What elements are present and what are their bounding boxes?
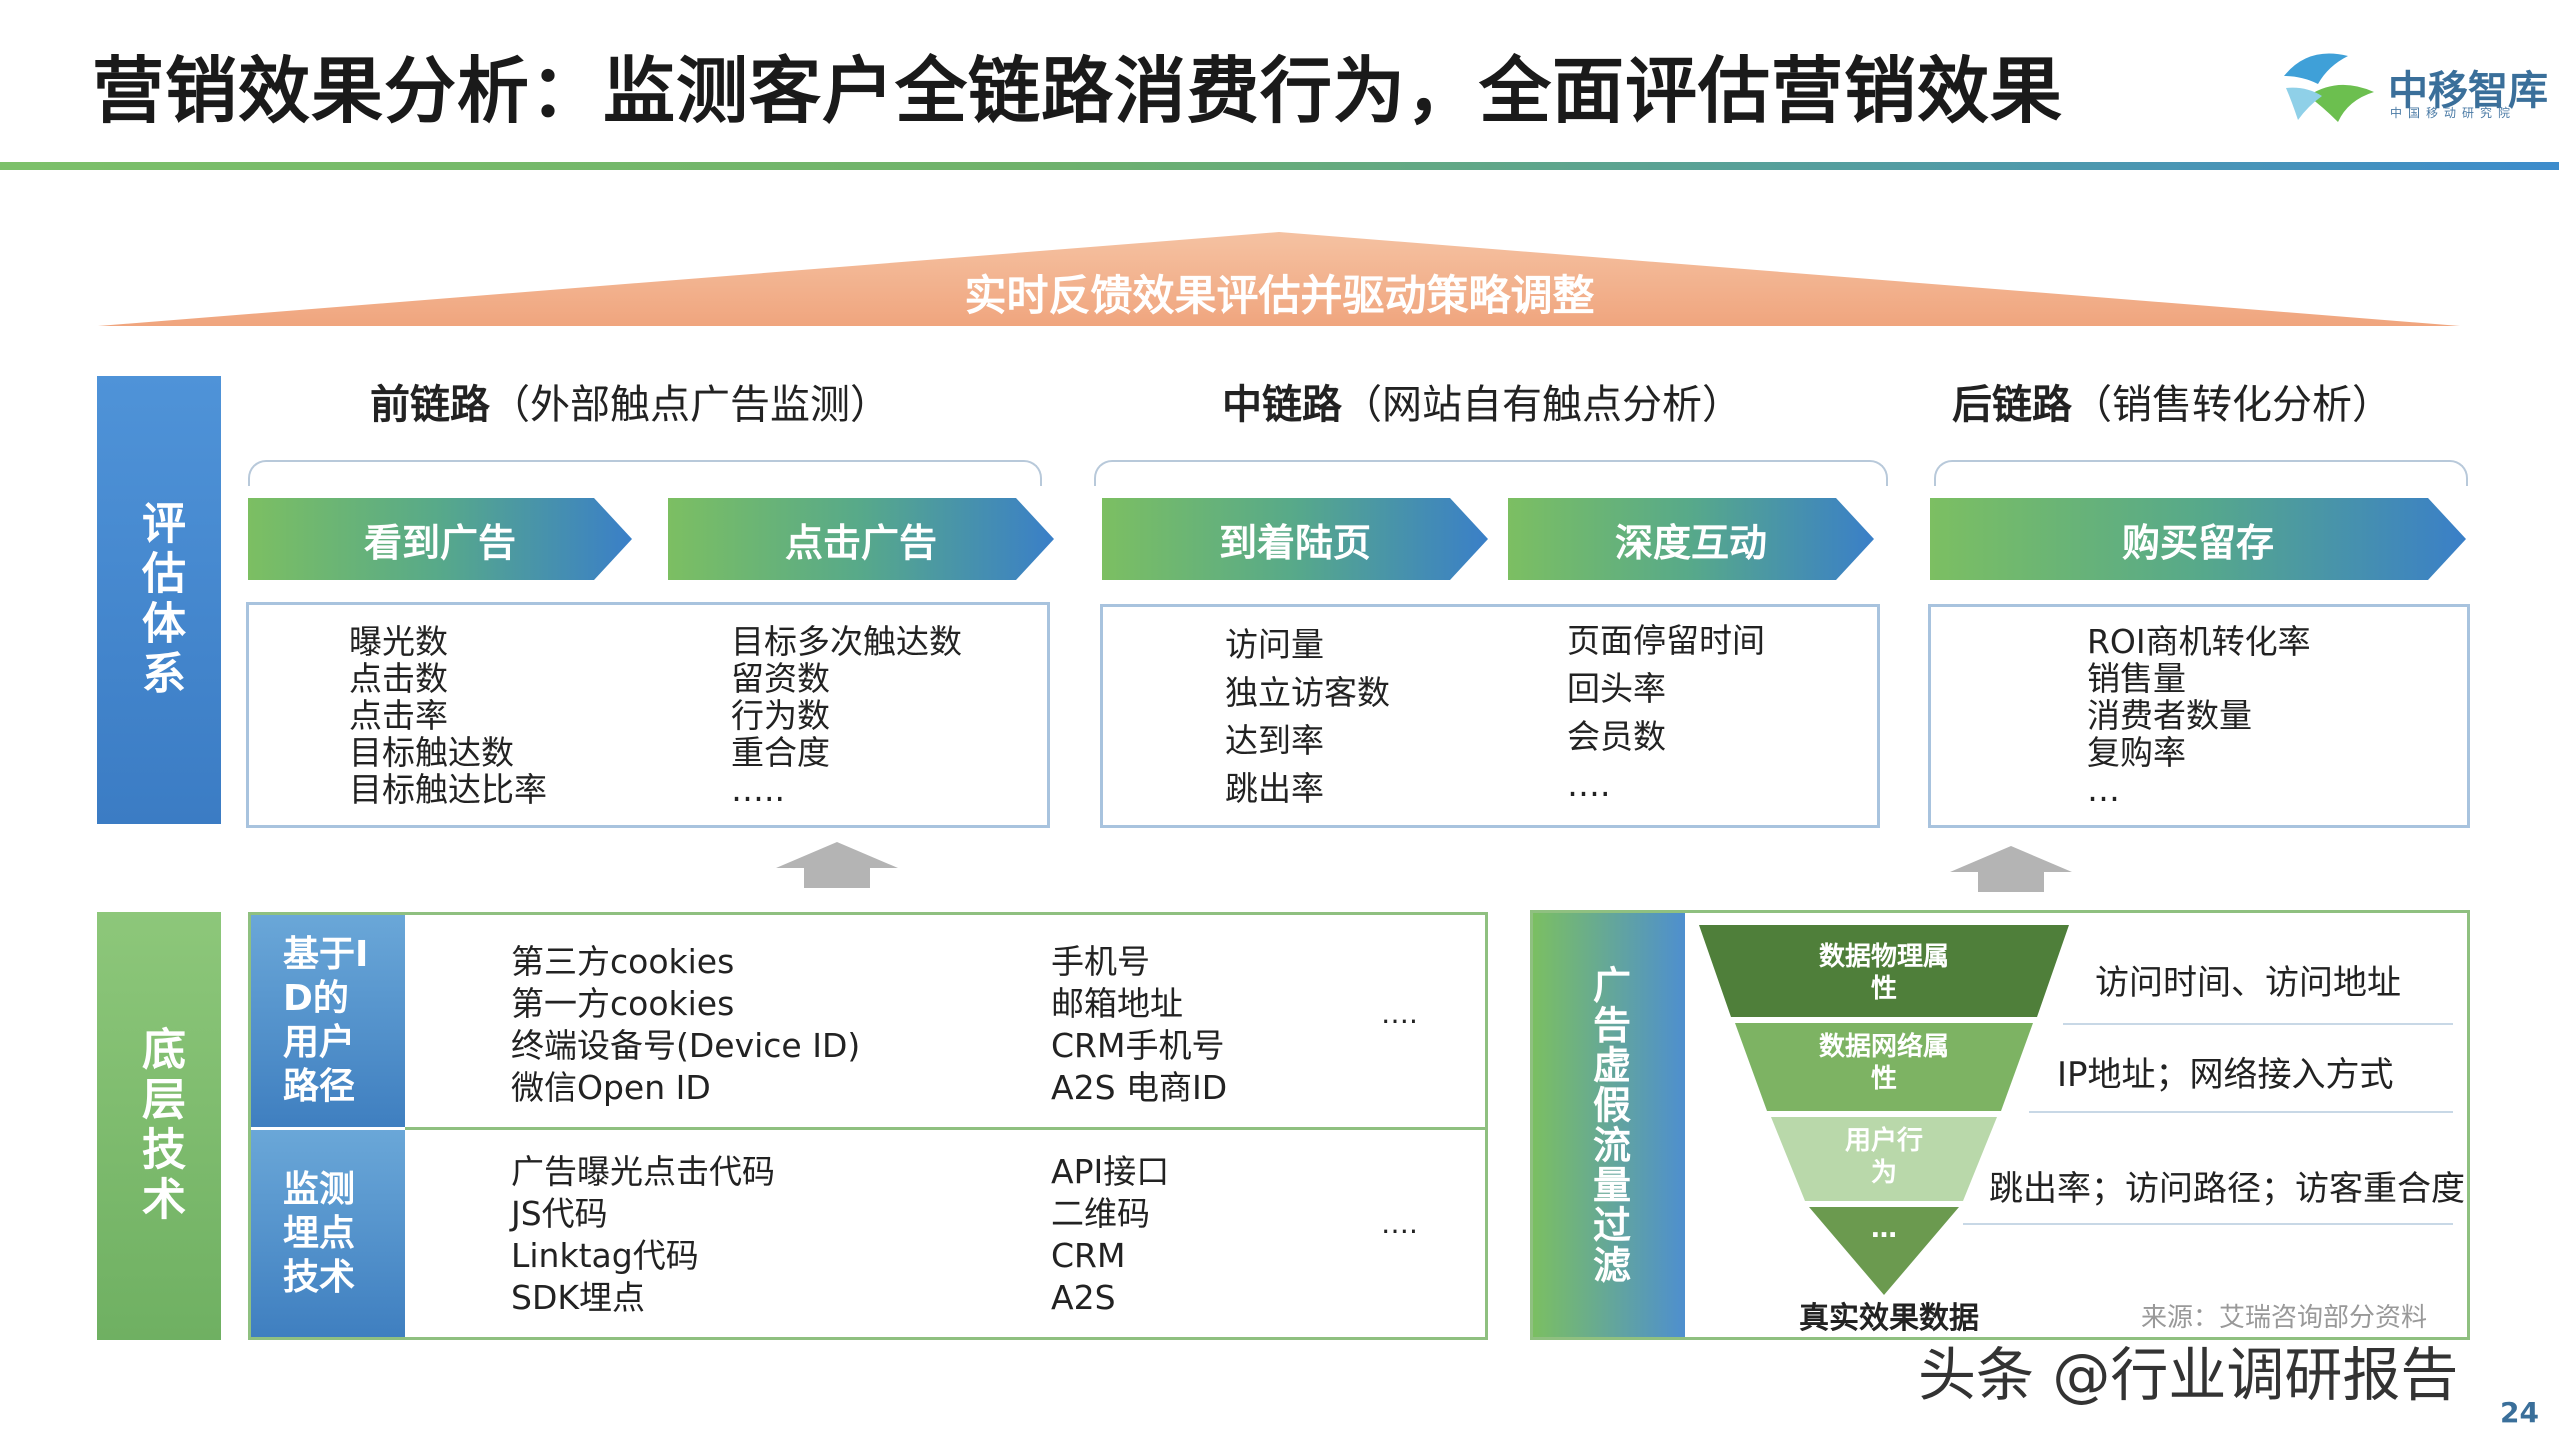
up-arrow-icon <box>1950 846 2072 892</box>
source-note: 来源：艾瑞咨询部分资料 <box>2141 1303 2428 1333</box>
roof-banner <box>98 232 2460 326</box>
logo-name: 中移智库 <box>2388 68 2548 114</box>
filter-result: 真实效果数据 <box>1799 1301 1979 1336</box>
id-list: 第三方cookies 第一方cookies 终端设备号(Device ID) 微… <box>511 942 861 1107</box>
stage-landing-page: 到着陆页 <box>1102 498 1488 580</box>
stage-click-ad: 点击广告 <box>668 498 1054 580</box>
brace-back <box>1934 460 2468 486</box>
metrics-list: 页面停留时间 回头率 会员数 …. <box>1567 621 1765 804</box>
stage-see-ad: 看到广告 <box>248 498 632 580</box>
funnel-label: 数据物理属性 <box>1818 942 1949 1004</box>
roof-text: 实时反馈效果评估并驱动策略调整 <box>964 271 1595 320</box>
filter-desc: 访问时间、访问地址 <box>2095 963 2401 1003</box>
logo-subtitle: 中国移动研究院 <box>2390 106 2517 120</box>
metrics-box-front: 曝光数 点击数 点击率 目标触达数 目标触达比率 目标多次触达数 留资数 行为数… <box>246 602 1050 828</box>
section-front-header: 前链路（外部触点广告监测） <box>370 382 890 428</box>
metrics-list: ROI商机转化率 销售量 消费者数量 复购率 … <box>2087 622 2311 809</box>
funnel-layer-physical <box>1699 925 2069 1017</box>
base-tech-label: 底层技术 <box>97 912 221 1340</box>
funnel-layer-more <box>1809 1207 1959 1295</box>
section-mid-header: 中链路（网站自有触点分析） <box>1222 382 1742 428</box>
brace-mid <box>1094 460 1888 486</box>
metrics-list: 目标多次触达数 留资数 行为数 重合度 ….. <box>731 622 962 809</box>
tracking-list: 广告曝光点击代码 JS代码 Linktag代码 SDK埋点 <box>511 1152 775 1317</box>
base-tech-panel: 基于ID的用户路径 监测埋点技术 第三方cookies 第一方cookies 终… <box>248 912 1488 1340</box>
section-back-header: 后链路（销售转化分析） <box>1952 382 2392 428</box>
filter-label: 广告虚假流量过滤 <box>1533 913 1685 1337</box>
funnel-label: 用户行为 <box>1845 1126 1924 1188</box>
metrics-list: 曝光数 点击数 点击率 目标触达数 目标触达比率 <box>349 622 547 809</box>
tracking-list: API接口 二维码 CRM A2S <box>1051 1152 1170 1317</box>
filter-funnel <box>1699 925 2069 1295</box>
stage-purchase-retention: 购买留存 <box>1930 498 2466 580</box>
metrics-list: 访问量 独立访客数 达到率 跳出率 <box>1225 625 1390 808</box>
page-title: 营销效果分析：监测客户全链路消费行为，全面评估营销效果 <box>92 49 2064 133</box>
row-divider <box>405 1127 1485 1130</box>
watermark: 头条 @行业调研报告 <box>1918 1341 2459 1409</box>
tracking-tech-label: 监测埋点技术 <box>251 1130 405 1337</box>
divider <box>2063 1023 2453 1025</box>
logo-icon <box>2278 36 2378 132</box>
more-ellipsis: …. <box>1381 1207 1418 1240</box>
stage-deep-interaction: 深度互动 <box>1508 498 1874 580</box>
header-divider <box>0 162 2559 170</box>
metrics-box-mid: 访问量 独立访客数 达到率 跳出率 页面停留时间 回头率 会员数 …. <box>1100 604 1880 828</box>
divider <box>2029 1111 2453 1113</box>
brace-front <box>248 460 1042 486</box>
page-number: 24 <box>2500 1396 2539 1429</box>
filter-desc: 跳出率；访问路径；访客重合度 <box>1989 1169 2465 1209</box>
funnel-label: 数据网络属性 <box>1818 1032 1949 1094</box>
eval-system-label: 评估体系 <box>97 376 221 824</box>
id-path-label: 基于ID的用户路径 <box>251 915 405 1127</box>
more-ellipsis: …. <box>1381 997 1418 1030</box>
funnel-layer-network <box>1735 1023 2033 1111</box>
fake-traffic-filter-panel: 广告虚假流量过滤 数据物理属性 数据网络属性 用户行为 … 访问时间、访问地址 … <box>1530 910 2470 1340</box>
up-arrow-icon <box>776 842 898 888</box>
divider <box>1963 1223 2453 1225</box>
metrics-box-back: ROI商机转化率 销售量 消费者数量 复购率 … <box>1928 604 2470 828</box>
funnel-layer-behavior <box>1771 1117 1997 1201</box>
filter-desc: IP地址；网络接入方式 <box>2057 1055 2394 1095</box>
id-list: 手机号 邮箱地址 CRM手机号 A2S 电商ID <box>1051 942 1228 1107</box>
funnel-label: … <box>1871 1214 1897 1244</box>
